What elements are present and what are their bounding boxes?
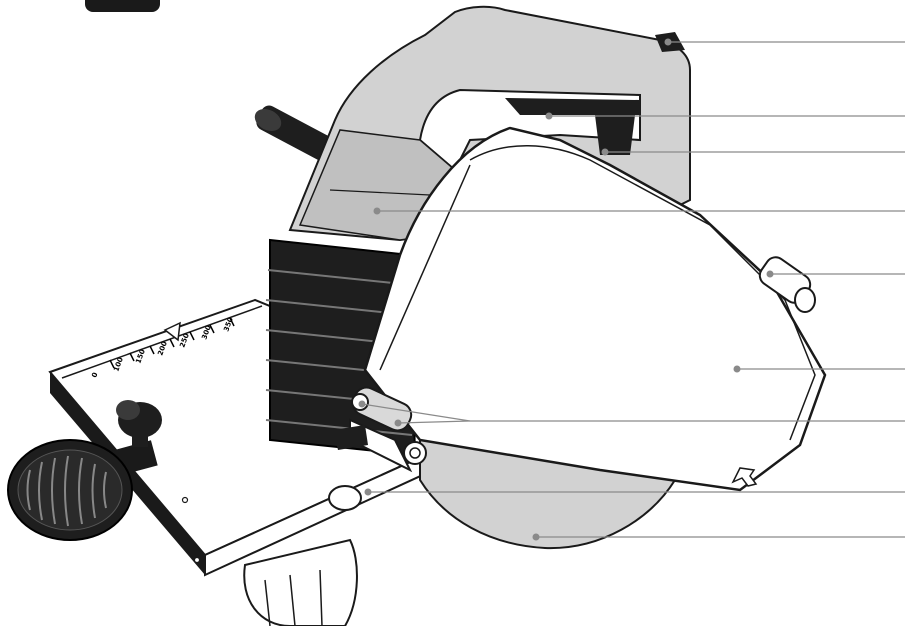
callout-1 [664,38,905,46]
handle-grip [505,98,640,115]
corner-tab [85,0,160,12]
base-foot [243,538,358,626]
callout-2 [545,112,905,120]
callout-9 [532,533,905,541]
callout-8 [364,488,905,496]
scale-mark-0: 0 [90,371,99,378]
blade-cover [363,126,827,492]
rear-spindle [254,105,334,161]
callout-4 [373,207,905,215]
locking-knob-icon [116,400,162,447]
depth-lock [328,425,368,511]
callouts [358,38,905,541]
callout-7 [358,400,905,427]
trigger-switch [595,115,635,155]
callout-6 [733,365,905,373]
callout-5 [766,270,905,278]
side-knob [758,256,816,313]
direction-arrow-icon [731,467,758,487]
clamp-knob-icon [7,439,158,541]
callout-3 [601,148,905,156]
